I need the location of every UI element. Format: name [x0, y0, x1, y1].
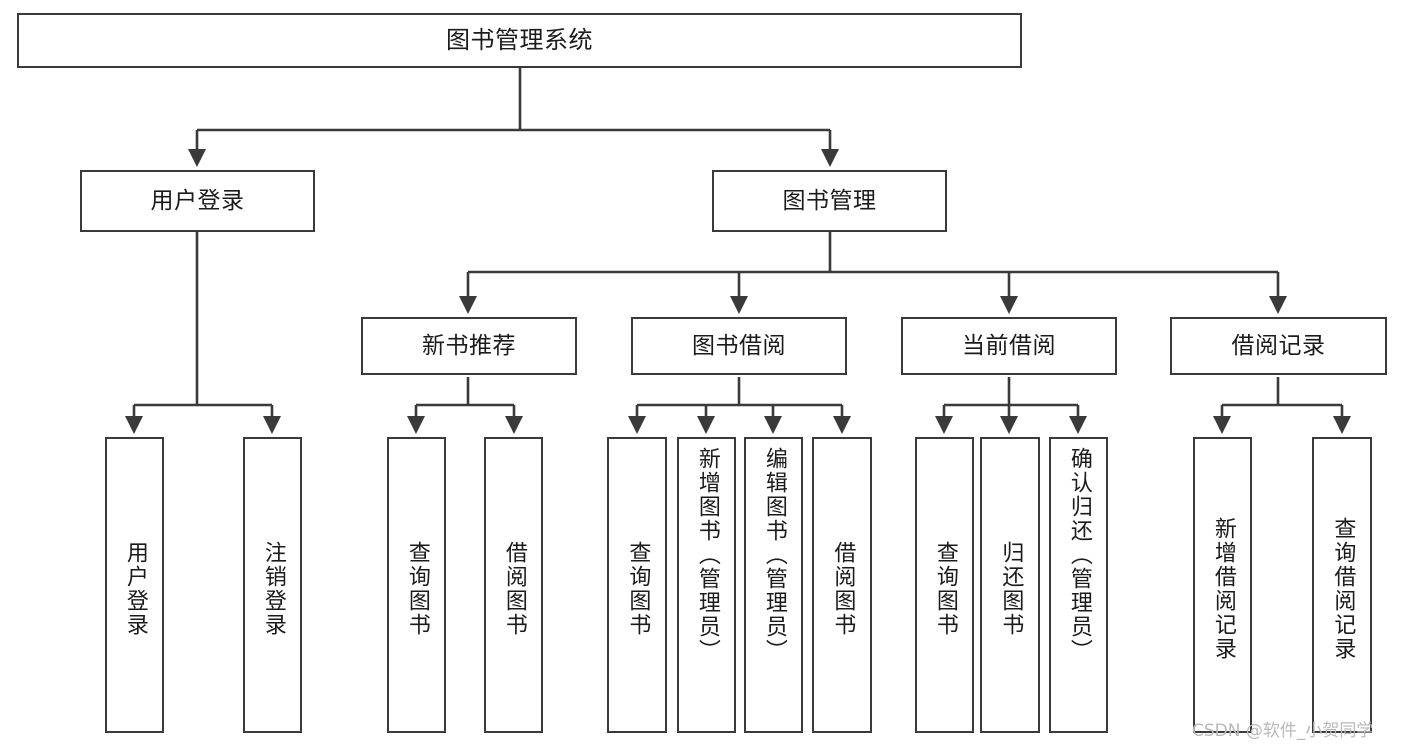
- leaf-query-book-current[interactable]: 查询图书: [915, 437, 974, 733]
- leaf-query-book-recommend[interactable]: 查询图书: [387, 437, 446, 733]
- node-label: 查询借阅记录: [1330, 517, 1356, 661]
- node-label: 新增图书（管理员）: [694, 447, 720, 663]
- node-label: 查询图书: [625, 541, 651, 637]
- node-root-system[interactable]: 图书管理系统: [17, 13, 1022, 68]
- node-label: 编辑图书（管理员）: [761, 447, 787, 663]
- node-book-borrow[interactable]: 图书借阅: [631, 317, 847, 375]
- node-label: 图书管理系统: [446, 25, 593, 54]
- node-current-borrow[interactable]: 当前借阅: [901, 317, 1117, 375]
- csdn-watermark: CSDN @软件_小贺同学: [1192, 721, 1374, 741]
- leaf-confirm-return-admin[interactable]: 确认归还（管理员）: [1049, 437, 1108, 733]
- leaf-borrow-book-recommend[interactable]: 借阅图书: [484, 437, 543, 733]
- leaf-add-borrow-record[interactable]: 新增借阅记录: [1193, 437, 1252, 733]
- node-label: 归还图书: [998, 541, 1024, 637]
- node-label: 查询图书: [404, 541, 430, 637]
- node-label: 当前借阅: [962, 332, 1056, 359]
- node-new-book-recommend[interactable]: 新书推荐: [361, 317, 577, 375]
- leaf-add-book-admin[interactable]: 新增图书（管理员）: [677, 437, 736, 733]
- node-label: 借阅图书: [501, 541, 527, 637]
- node-label: 新书推荐: [422, 332, 516, 359]
- leaf-borrow-book[interactable]: 借阅图书: [812, 437, 872, 733]
- leaf-return-book[interactable]: 归还图书: [980, 437, 1040, 733]
- node-label: 注销登录: [260, 541, 286, 637]
- node-label: 查询图书: [932, 541, 958, 637]
- leaf-user-login[interactable]: 用户登录: [105, 437, 164, 733]
- node-label: 确认归还（管理员）: [1066, 447, 1092, 663]
- leaf-query-book-borrow[interactable]: 查询图书: [607, 437, 667, 733]
- node-label: 图书管理: [782, 187, 877, 214]
- node-label: 借阅记录: [1231, 332, 1326, 359]
- node-label: 用户登录: [150, 187, 245, 214]
- node-label: 图书借阅: [692, 332, 786, 359]
- node-label: 新增借阅记录: [1210, 517, 1236, 661]
- node-label: 用户登录: [122, 541, 148, 637]
- node-book-management[interactable]: 图书管理: [712, 170, 947, 232]
- node-user-login[interactable]: 用户登录: [80, 170, 315, 232]
- leaf-edit-book-admin[interactable]: 编辑图书（管理员）: [744, 437, 803, 733]
- leaf-logout[interactable]: 注销登录: [243, 437, 302, 733]
- leaf-query-borrow-record[interactable]: 查询借阅记录: [1312, 437, 1372, 733]
- node-borrow-records[interactable]: 借阅记录: [1170, 317, 1387, 375]
- node-label: 借阅图书: [830, 541, 856, 637]
